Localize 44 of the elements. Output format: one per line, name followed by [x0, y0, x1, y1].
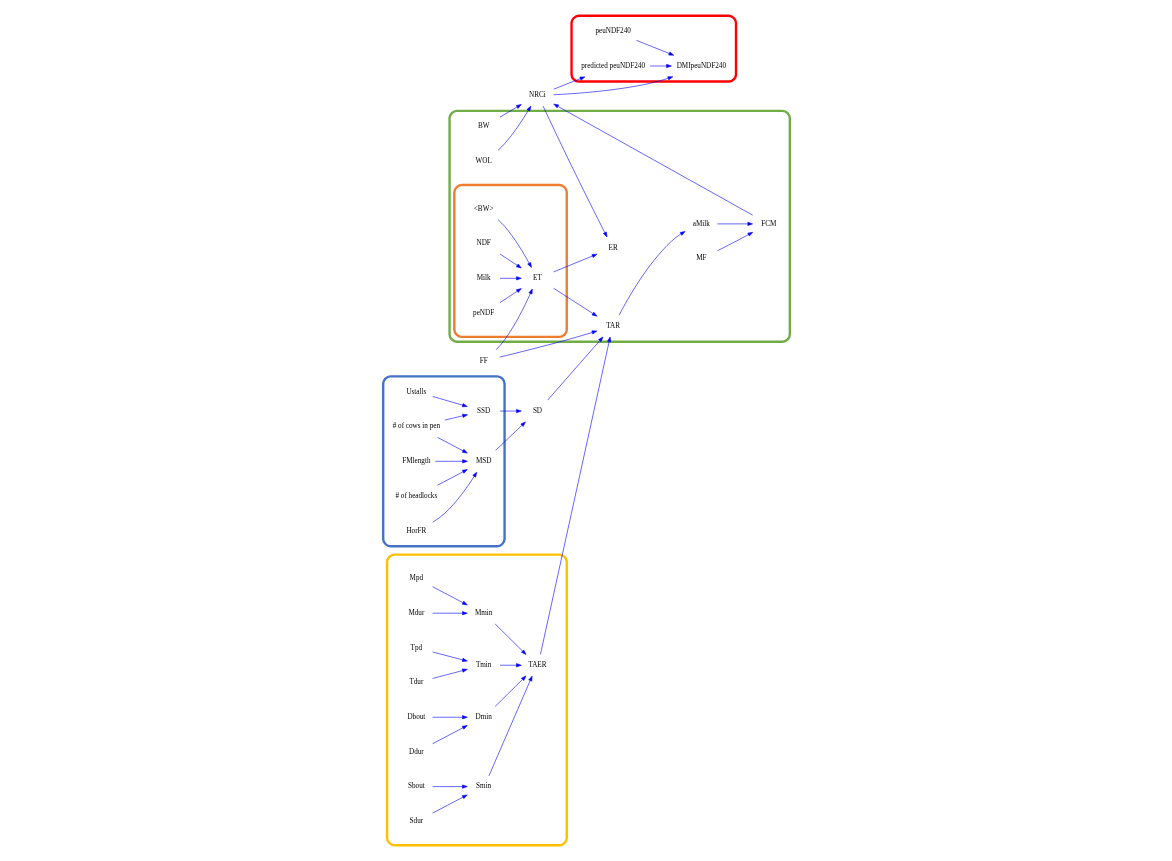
arrow [436, 469, 468, 486]
arrow [494, 623, 526, 655]
arrow [488, 675, 532, 777]
arrow [649, 64, 672, 68]
arrow [431, 471, 477, 523]
arrow [431, 611, 468, 616]
arrow [436, 437, 468, 454]
arrow [539, 336, 611, 655]
arrow [431, 784, 468, 789]
arrow [552, 103, 753, 216]
arrow [434, 459, 468, 464]
arrow [444, 413, 468, 421]
arrow [499, 409, 522, 414]
arrow [499, 253, 522, 269]
arrow [716, 221, 753, 226]
arrow [494, 421, 526, 451]
arrow [499, 663, 522, 668]
arrow [497, 219, 532, 268]
arrow [431, 586, 468, 606]
arrow [495, 288, 533, 351]
arrow [499, 330, 597, 358]
arrow [499, 276, 522, 281]
cluster [452, 183, 568, 339]
arrow [542, 105, 607, 238]
cluster [381, 375, 506, 548]
cluster [385, 553, 568, 847]
arrow [635, 40, 674, 56]
arrow [431, 715, 468, 720]
arrow [552, 76, 585, 90]
arrow [497, 105, 531, 151]
arrow [499, 288, 522, 303]
arrow [552, 288, 597, 317]
arrow [618, 231, 685, 316]
arrow [431, 651, 468, 662]
arrow [431, 725, 468, 744]
arrow [431, 794, 468, 814]
arrow [494, 675, 526, 707]
arrow [552, 76, 673, 96]
arrow [499, 104, 522, 118]
arrow [552, 253, 597, 273]
arrow [716, 232, 753, 251]
arrow [546, 336, 603, 401]
arrow [431, 396, 468, 408]
arrow [431, 668, 468, 679]
